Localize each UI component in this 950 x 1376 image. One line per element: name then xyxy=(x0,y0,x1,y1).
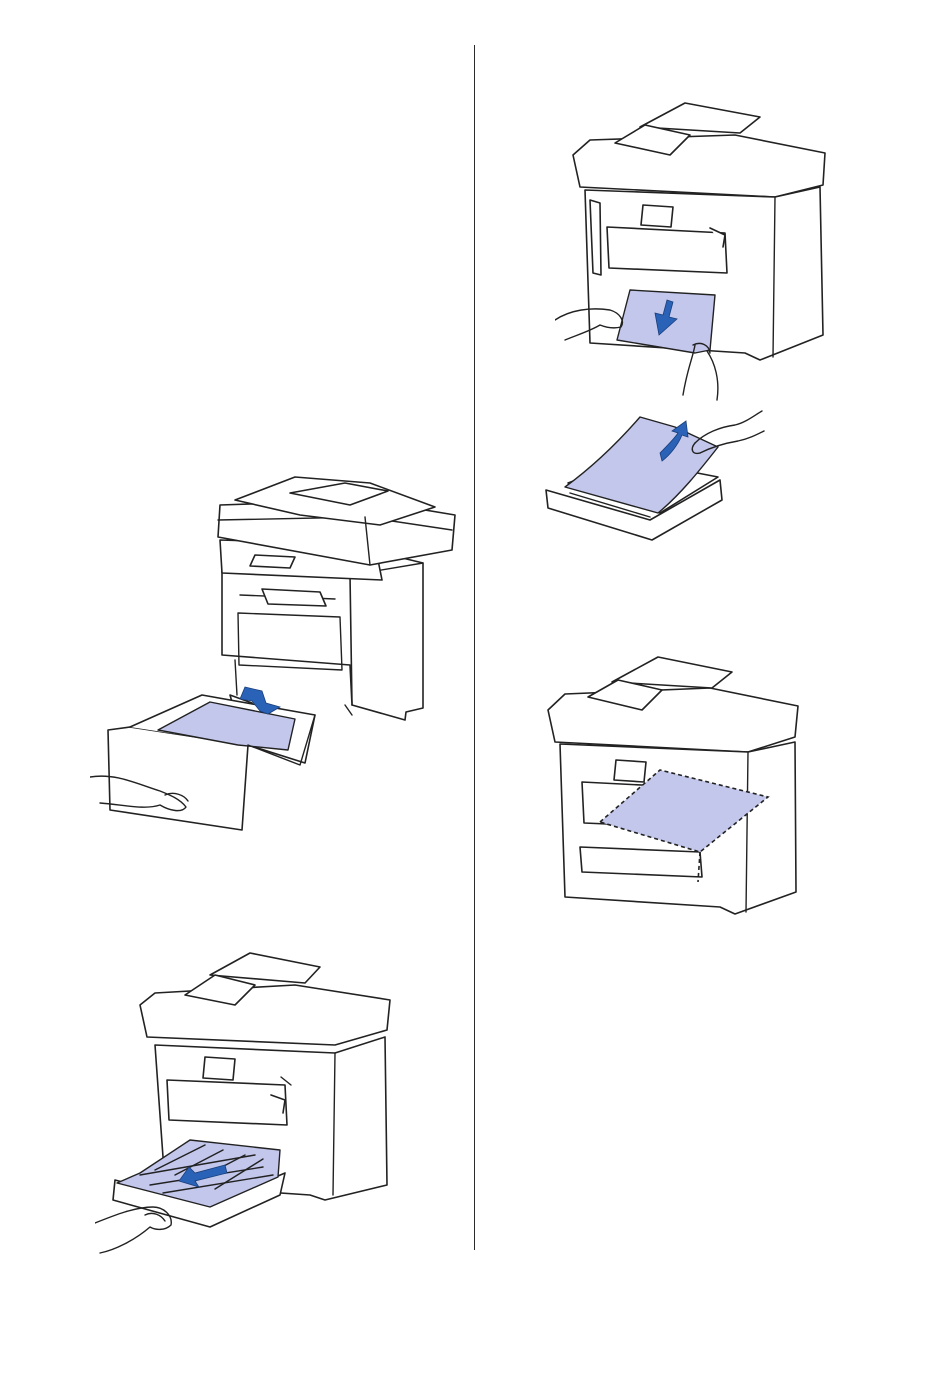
printer-front-tray-image xyxy=(90,465,460,840)
jam-location-check-illustration xyxy=(540,652,810,922)
tray-jam-paper-image xyxy=(540,405,765,545)
tray-jam-removal-illustration xyxy=(540,405,765,545)
rear-jam-removal-illustration xyxy=(555,95,830,405)
printer-rear-jam-image xyxy=(555,95,830,405)
duplex-tray-removal-illustration xyxy=(95,945,395,1255)
column-divider xyxy=(474,45,475,1250)
paper-tray-removal-illustration xyxy=(90,465,460,840)
printer-rear-duplex-tray-image xyxy=(95,945,395,1255)
printer-rear-jam-area-image xyxy=(540,652,810,922)
